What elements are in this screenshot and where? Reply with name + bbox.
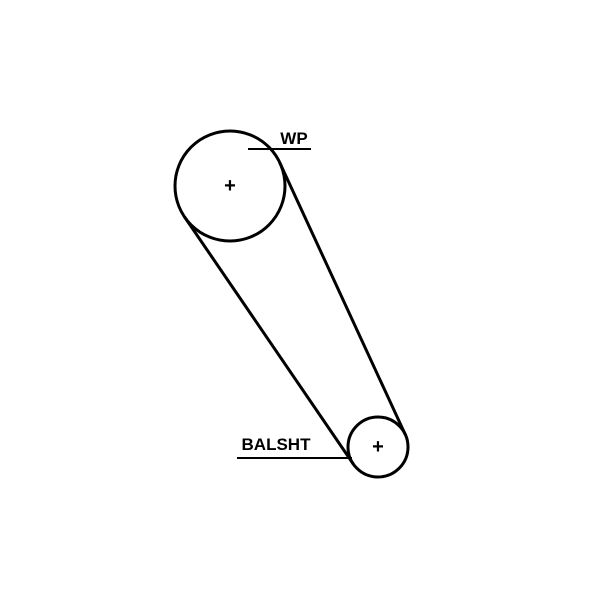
- balsht-center-mark: +: [372, 436, 384, 458]
- wp-center-mark: +: [224, 175, 236, 197]
- wp-label: WP: [280, 129, 307, 148]
- balsht-pulley: [346, 415, 410, 479]
- wp-pulley: [173, 129, 287, 243]
- balsht-label: BALSHT: [242, 435, 312, 454]
- belt-left-segment: [183, 215, 355, 466]
- belt-right-segment: [278, 161, 407, 436]
